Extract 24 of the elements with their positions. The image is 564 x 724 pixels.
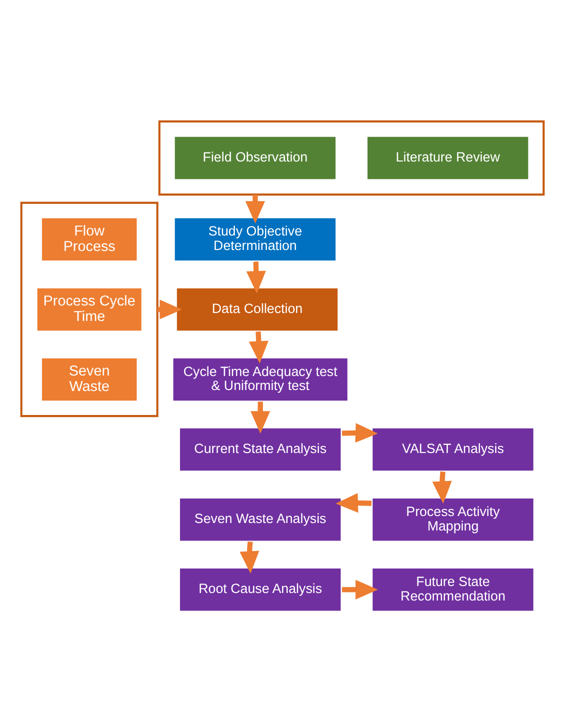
- node-box: VALSAT Analysis: [370, 426, 535, 472]
- node-box: Seven Waste Analysis: [177, 496, 342, 542]
- node-box: Process Cycle Time: [34, 286, 143, 332]
- node-box: Cycle Time Adequacy test & Uniformity test: [170, 356, 349, 402]
- cluster: [158, 120, 544, 196]
- arrow: [246, 261, 266, 293]
- node-box: Field Observation: [172, 134, 338, 181]
- arrow: [335, 492, 372, 512]
- node-box: Process Activity Mapping: [370, 496, 535, 542]
- arrow: [248, 331, 268, 364]
- node-box: Flow Process: [39, 216, 138, 262]
- node-box: Seven Waste: [39, 356, 138, 402]
- cluster: [20, 201, 158, 417]
- node-box: Literature Review: [364, 134, 530, 181]
- arrow: [239, 540, 259, 574]
- arrow: [342, 579, 378, 599]
- arrow: [432, 470, 452, 504]
- node-box: Future State Recommendation: [370, 566, 535, 612]
- node-box: Data Collection: [174, 286, 340, 332]
- node-box: Current State Analysis: [177, 426, 342, 472]
- node-box: Study Objective Determination: [172, 216, 338, 262]
- arrow: [341, 422, 378, 442]
- node-box: Root Cause Analysis: [177, 566, 342, 612]
- arrow: [250, 401, 270, 434]
